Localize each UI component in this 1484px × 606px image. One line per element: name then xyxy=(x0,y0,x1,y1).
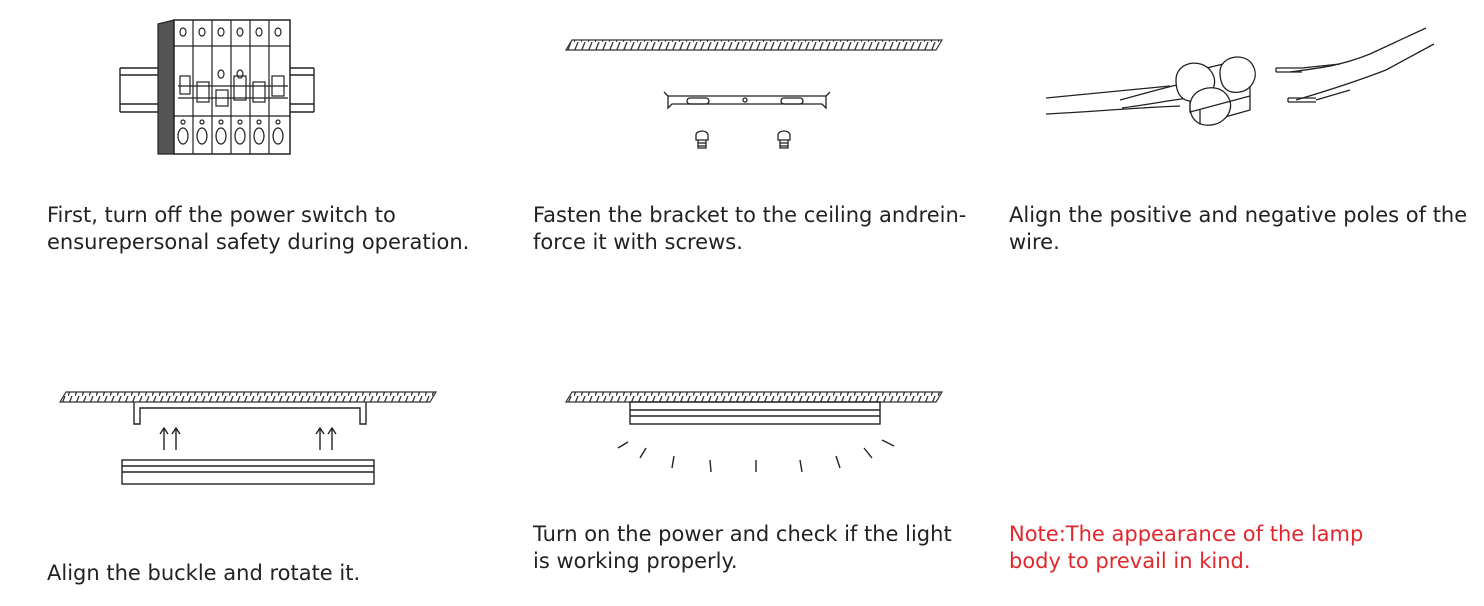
caption-line: Turn on the power and check if the light xyxy=(533,522,952,546)
caption-line: Fasten the bracket to the ceiling andrei… xyxy=(533,203,967,227)
wire-connector-icon xyxy=(1045,27,1435,126)
step-buckle-caption: Align the buckle and rotate it. xyxy=(47,560,360,587)
caption-line: First, turn off the power switch to xyxy=(47,203,396,227)
caption-line: force it with screws. xyxy=(533,230,743,254)
caption-line: Align the positive and negative poles of… xyxy=(1009,203,1468,227)
caption-line: is working properly. xyxy=(533,549,738,573)
note-line: body to prevail in kind. xyxy=(1009,549,1251,573)
note-line: Note:The appearance of the lamp xyxy=(1009,522,1364,546)
caption-line: Align the buckle and rotate it. xyxy=(47,561,361,585)
caption-line: wire. xyxy=(1009,230,1060,254)
step-test-caption: Turn on the power and check if the light… xyxy=(533,521,952,575)
caption-line: ensurepersonal safety during operation. xyxy=(47,230,470,254)
appearance-note: Note:The appearance of the lamp body to … xyxy=(1009,521,1363,575)
step-power-off-caption: First, turn off the power switch to ensu… xyxy=(47,202,469,256)
ceiling-bracket-screws-icon xyxy=(564,39,944,149)
step-connect-wires-caption: Align the positive and negative poles of… xyxy=(1009,202,1467,256)
step-fasten-bracket-caption: Fasten the bracket to the ceiling andrei… xyxy=(533,202,966,256)
lamp-light-rays-icon xyxy=(564,391,944,473)
circuit-breaker-icon xyxy=(119,19,315,155)
lamp-buckle-icon xyxy=(58,391,438,485)
